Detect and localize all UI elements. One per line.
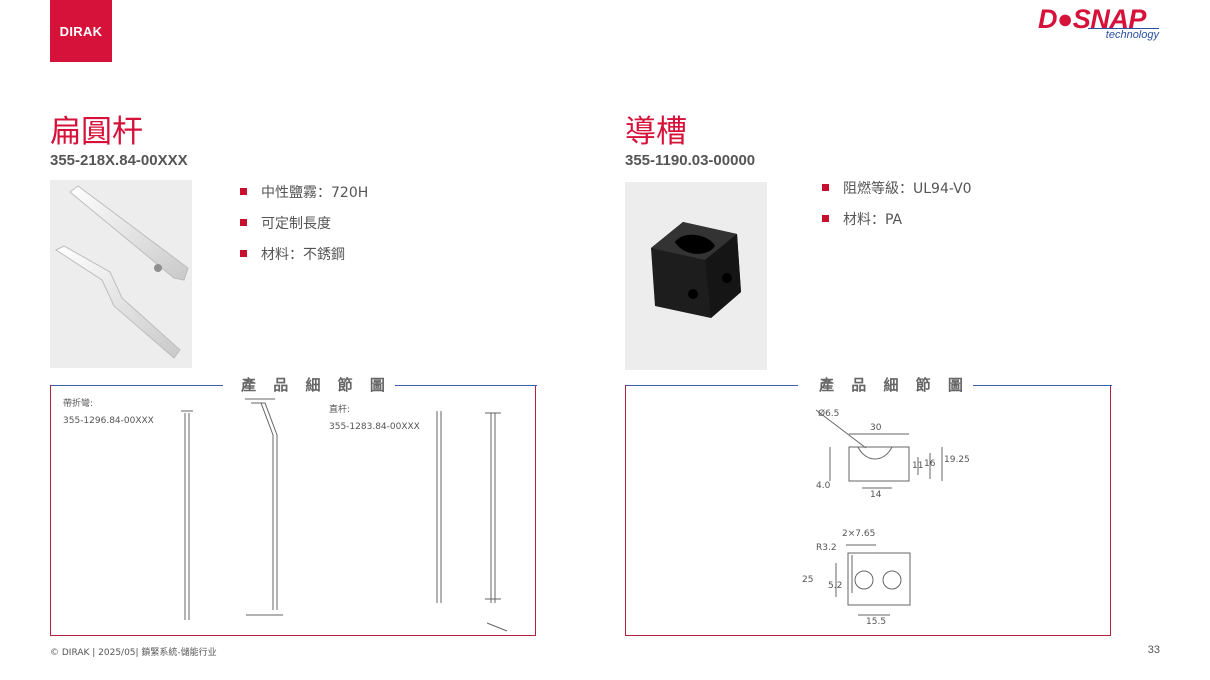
dim-label: 14 [870, 490, 882, 500]
right-detail-box: 產 品 細 節 圖 Ø6.5 30 11 16 19.25 4.0 14 2×7… [625, 374, 1112, 636]
dim-label: 25 [802, 575, 814, 585]
bent-rod-part: 355-1296.84-00XXX [63, 416, 154, 426]
left-part-number: 355-218X.84-00XXX [50, 152, 188, 169]
dim-label: 19.25 [944, 455, 970, 465]
box-top-line [381, 385, 537, 386]
dirak-logo: DIRAK [50, 0, 112, 62]
detail-caption: 產 品 細 節 圖 [815, 374, 973, 395]
bullet-square-icon [240, 188, 247, 195]
straight-rod-part: 355-1283.84-00XXX [329, 422, 420, 432]
straight-rod-label: 直杆: [329, 405, 351, 415]
dim-label: 2×7.65 [842, 529, 876, 539]
dim-label: 11 [912, 461, 924, 471]
left-bullet-item: 可定制長度 [240, 213, 368, 244]
bullet-square-icon [822, 215, 829, 222]
right-bullet-item: 材料：PA [822, 209, 972, 240]
right-product-title: 導槽 [625, 114, 687, 150]
box-top-line [626, 385, 798, 386]
bullet-square-icon [240, 219, 247, 226]
bent-rod-label: 帶折彎: [63, 399, 94, 409]
rod-technical-drawing [181, 398, 508, 632]
guide-slot-photo [625, 182, 767, 370]
footer-text: © DIRAK | 2025/05| 鎖緊系統-儲能行业 [50, 648, 217, 658]
dim-label: 5.2 [828, 581, 843, 591]
left-bullet-item: 材料：不銹鋼 [240, 244, 368, 275]
dim-label: 4.0 [816, 481, 831, 491]
dsnap-logo: D●SNAP technology [1038, 4, 1163, 44]
page-number: 33 [1147, 644, 1160, 656]
flat-rod-illustration [54, 185, 189, 359]
right-part-number: 355-1190.03-00000 [625, 152, 756, 169]
dim-label: 16 [924, 459, 936, 469]
left-product-title: 扁圓杆 [50, 114, 143, 150]
guide-slot-illustration [651, 222, 741, 318]
dim-label: 30 [870, 423, 882, 433]
right-bullet-list: 阻燃等級：UL94-V0 材料：PA [822, 178, 972, 240]
right-bullet-item: 阻燃等級：UL94-V0 [822, 178, 972, 209]
bullet-square-icon [822, 184, 829, 191]
box-top-line [51, 385, 223, 386]
dsnap-logo-sub: technology [1087, 28, 1159, 41]
bullet-square-icon [240, 250, 247, 257]
detail-caption: 產 品 細 節 圖 [237, 374, 395, 395]
flat-rod-photo [50, 180, 192, 368]
box-top-line [956, 385, 1112, 386]
left-detail-box: 產 品 細 節 圖 帶折彎: 355-1296.84-00XXX 直杆: 355… [50, 374, 537, 636]
dim-label: R3.2 [816, 543, 837, 553]
dim-label: 15.5 [866, 617, 887, 627]
guide-slot-technical-drawing [815, 409, 943, 616]
left-bullet-item: 中性鹽霧：720H [240, 182, 368, 213]
dsnap-logo-main: D●SNAP [1038, 4, 1146, 34]
left-bullet-list: 中性鹽霧：720H 可定制長度 材料：不銹鋼 [240, 182, 368, 275]
dim-label: Ø6.5 [818, 409, 840, 419]
